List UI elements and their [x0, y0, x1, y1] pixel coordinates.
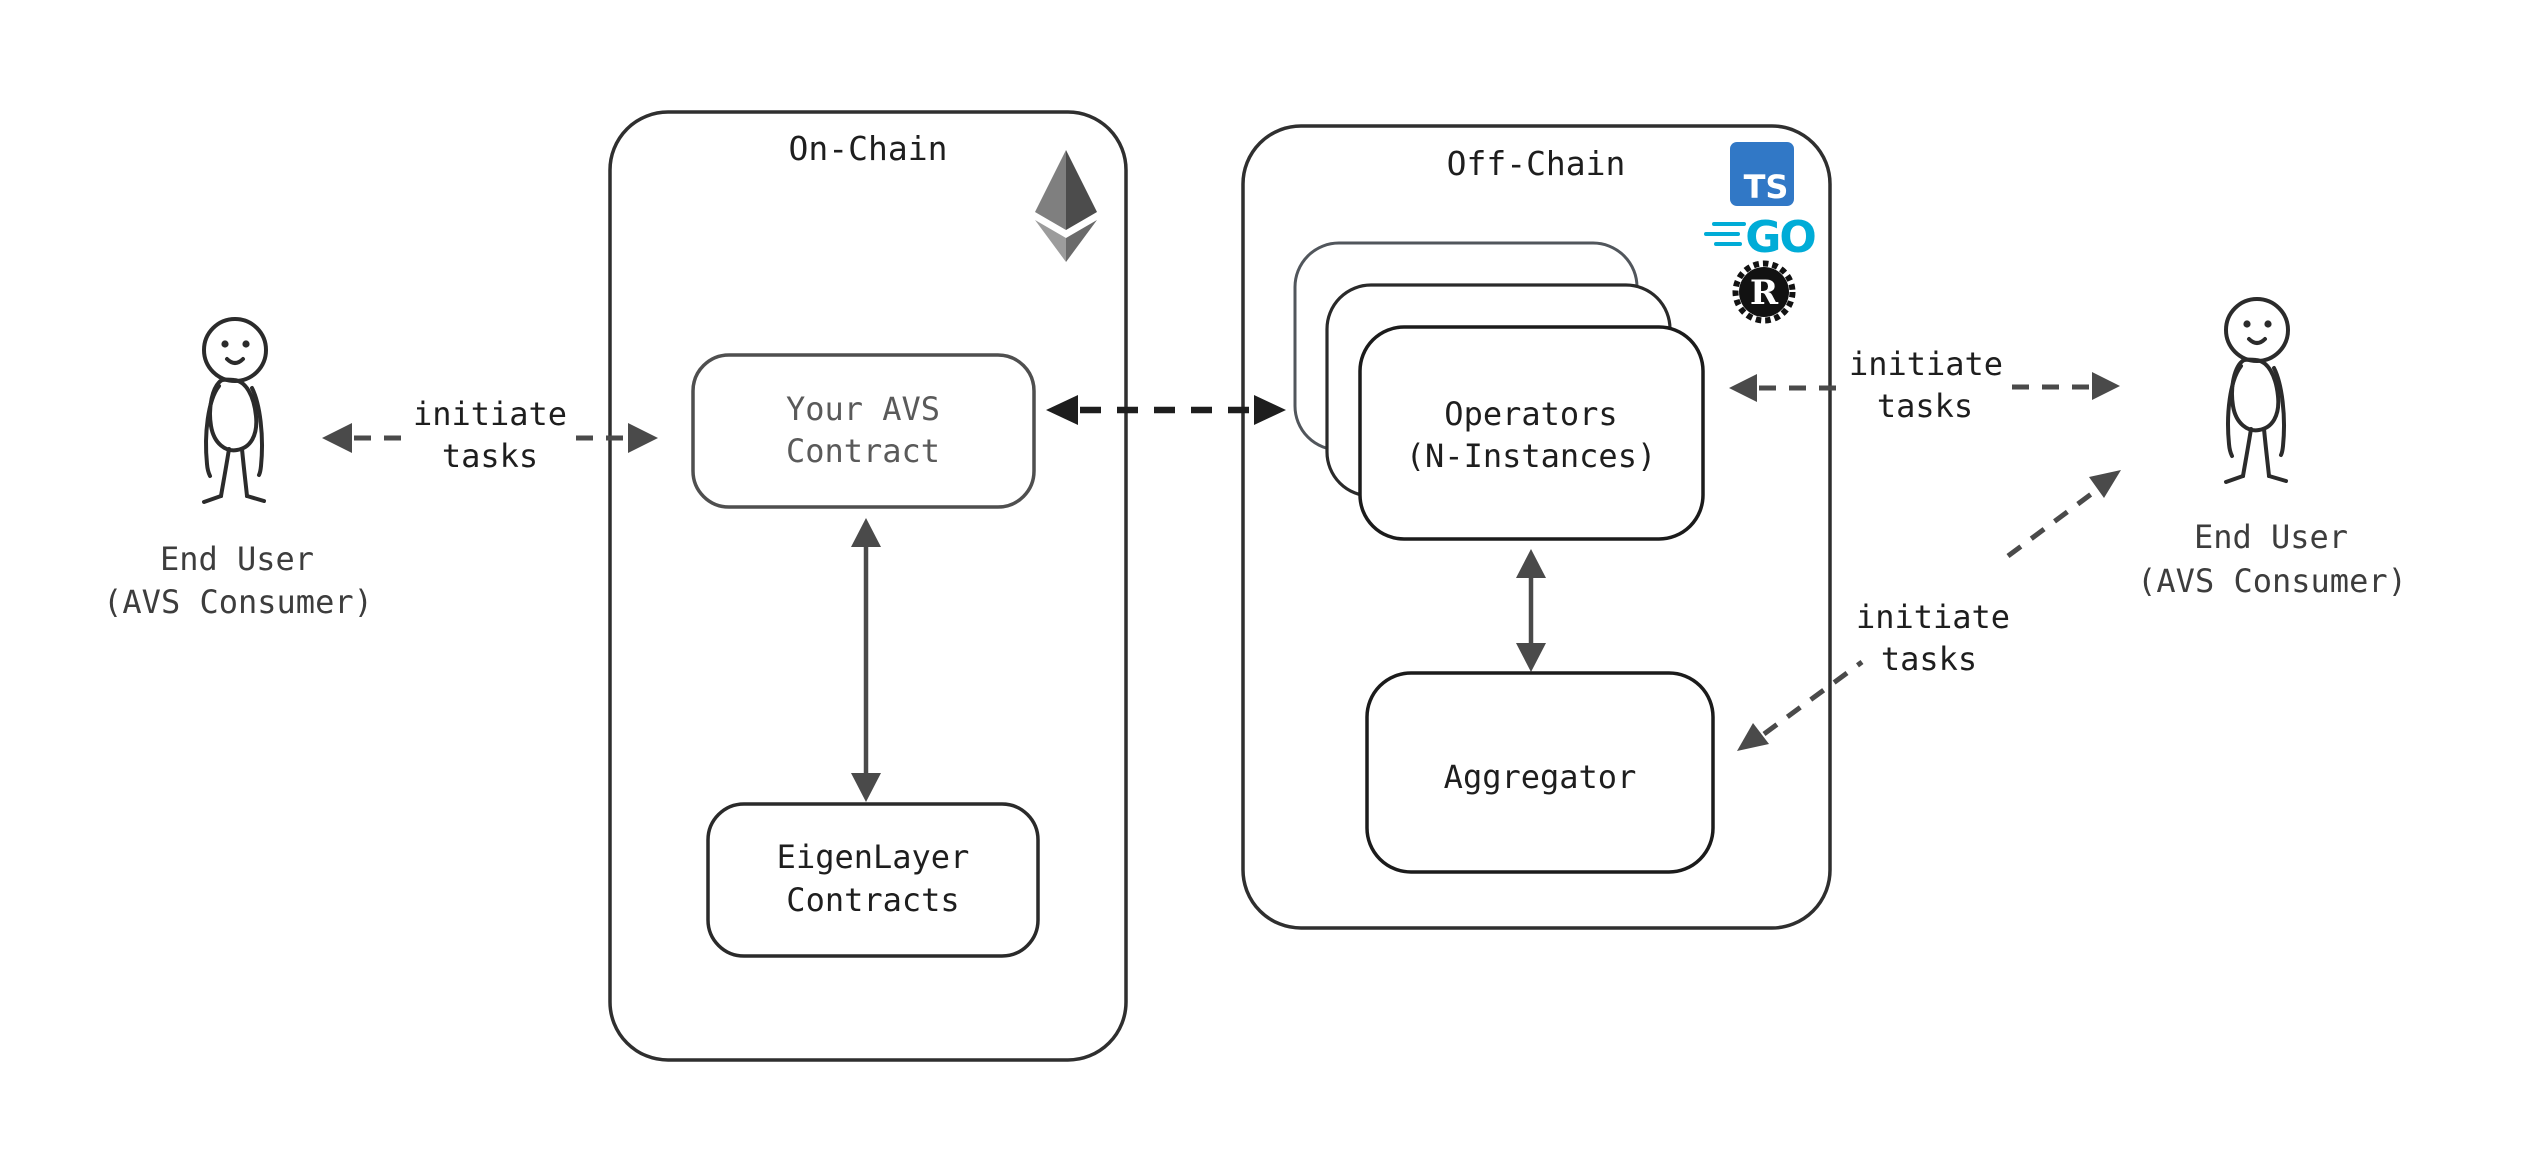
- arrowhead-down-left: [1737, 723, 1769, 751]
- edge-aggregator-user-label-line1: initiate: [1856, 598, 2010, 636]
- operators-label-line1: Operators: [1444, 395, 1617, 433]
- off-chain-title: Off-Chain: [1447, 144, 1626, 183]
- edge-operators-user-label-line1: initiate: [1849, 345, 2003, 383]
- typescript-icon-text: TS: [1744, 168, 1789, 206]
- edge-user-avs: initiate tasks: [322, 395, 658, 475]
- edge-aggregator-user-label-line2: tasks: [1881, 640, 1977, 678]
- operators-card-front: [1358, 325, 1705, 541]
- go-icon-text: GO: [1745, 212, 1815, 263]
- eigenlayer-label-line1: EigenLayer: [777, 838, 970, 876]
- go-icon: GO: [1704, 212, 1817, 263]
- right-end-user-name: End User: [2194, 518, 2348, 556]
- edge-operators-aggregator: [1516, 549, 1546, 672]
- left-end-user: End User (AVS Consumer): [103, 317, 373, 621]
- dash-segment: [2006, 489, 2096, 559]
- off-chain-container: Off-Chain TS GO R Operators (N-Instances…: [1241, 124, 1832, 930]
- eigenlayer-box: [706, 802, 1040, 958]
- avs-contract-label-line2: Contract: [786, 432, 940, 470]
- dash-segment: [1762, 659, 1864, 737]
- rust-icon: R: [1732, 260, 1796, 324]
- avs-contract-label-line1: Your AVS: [786, 390, 940, 428]
- arrowhead-up: [1516, 549, 1546, 578]
- avs-contract-box: [691, 353, 1036, 509]
- rust-icon-text: R: [1750, 273, 1779, 313]
- left-end-user-role: (AVS Consumer): [103, 583, 373, 621]
- edge-user-avs-label-line2: tasks: [442, 437, 538, 475]
- arrowhead-up: [851, 518, 881, 547]
- operators-label-line2: (N-Instances): [1406, 437, 1656, 475]
- typescript-icon: TS: [1730, 142, 1794, 206]
- operators-node: Operators (N-Instances): [1293, 241, 1705, 541]
- edge-avs-eigenlayer: [851, 518, 881, 802]
- arrowhead-right: [628, 423, 658, 453]
- aggregator-box: [1365, 671, 1715, 874]
- ethereum-icon: [1035, 150, 1097, 262]
- on-chain-container: On-Chain Your AVS Contract EigenLayer Co…: [608, 110, 1128, 1062]
- left-end-user-name: End User: [160, 540, 314, 578]
- arrowhead-right: [2092, 372, 2120, 400]
- right-end-user: End User (AVS Consumer): [2137, 297, 2407, 600]
- arrowhead-right: [1254, 395, 1286, 425]
- arrowhead-left: [1729, 374, 1757, 402]
- edge-user-avs-label-line1: initiate: [413, 395, 567, 433]
- eigenlayer-label-line2: Contracts: [786, 881, 959, 919]
- arrowhead-up-right: [2089, 470, 2121, 498]
- arrowhead-left: [1046, 395, 1078, 425]
- eigenlayer-node: EigenLayer Contracts: [706, 802, 1040, 958]
- edge-operators-user: initiate tasks: [1729, 345, 2120, 425]
- arrowhead-down: [1516, 643, 1546, 672]
- right-end-user-role: (AVS Consumer): [2137, 562, 2407, 600]
- arrowhead-left: [322, 423, 352, 453]
- edge-aggregator-user: initiate tasks: [1737, 470, 2121, 751]
- arrowhead-down: [851, 773, 881, 802]
- aggregator-node: Aggregator: [1365, 671, 1715, 874]
- edge-avs-operators: [1046, 395, 1286, 425]
- on-chain-title: On-Chain: [789, 129, 948, 168]
- edge-operators-user-label-line2: tasks: [1877, 387, 1973, 425]
- avs-contract-node: Your AVS Contract: [691, 353, 1036, 509]
- aggregator-label: Aggregator: [1444, 758, 1637, 796]
